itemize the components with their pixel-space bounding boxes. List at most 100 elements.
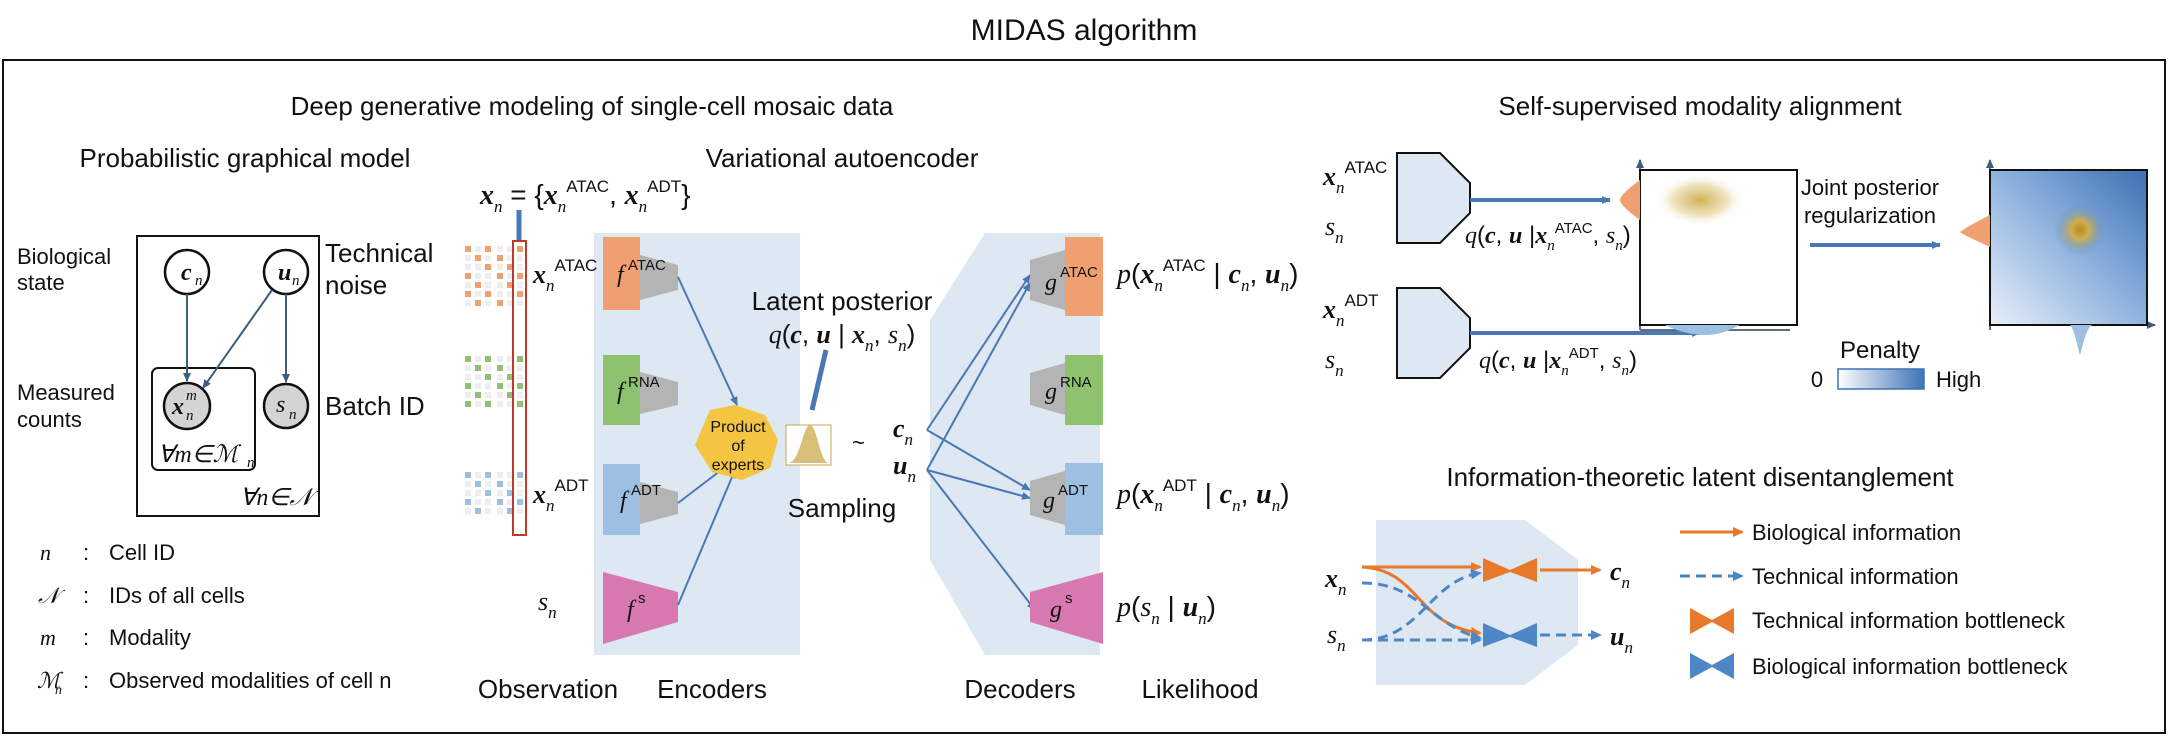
svg-text:g: g bbox=[1045, 270, 1057, 296]
biological-state-label-2: state bbox=[17, 270, 65, 295]
observation-cell bbox=[497, 255, 503, 261]
svg-text:u: u bbox=[278, 260, 291, 286]
observation-cell bbox=[507, 392, 513, 398]
modality-alignment: xnATAC sn xnADT sn q(c, u |xnATAC, sn) q… bbox=[1322, 152, 2156, 392]
svg-text:ATAC: ATAC bbox=[628, 257, 666, 274]
observation-cell bbox=[485, 365, 491, 371]
observation-cell bbox=[475, 383, 481, 389]
observation-cell bbox=[475, 401, 481, 407]
observation-cell bbox=[475, 374, 481, 380]
observation-cell bbox=[497, 499, 503, 505]
observation-cell bbox=[507, 300, 513, 306]
observation-cell bbox=[485, 356, 491, 362]
tech-bottleneck bbox=[1483, 558, 1537, 582]
node-x bbox=[162, 381, 212, 431]
observation-cell bbox=[507, 356, 513, 362]
observation-cell bbox=[517, 401, 523, 407]
edge-u-x bbox=[202, 289, 273, 389]
observation-cell bbox=[475, 282, 481, 288]
batch-id-label: Batch ID bbox=[325, 391, 425, 421]
observation-cell bbox=[507, 481, 513, 487]
observation-cell bbox=[497, 490, 503, 496]
observation-cell bbox=[465, 264, 471, 270]
biological-state-label-1: Biological bbox=[17, 244, 111, 269]
section-generative-title: Deep generative modeling of single-cell … bbox=[291, 91, 894, 121]
observation-cell bbox=[497, 383, 503, 389]
svg-text:x: x bbox=[171, 394, 184, 420]
observation-cell bbox=[497, 246, 503, 252]
svg-text:ADT: ADT bbox=[1058, 482, 1088, 499]
graphical-model: Biological state Technical noise Measure… bbox=[17, 235, 433, 698]
align-x-atac: xnATAC bbox=[1322, 158, 1387, 197]
observation-cell bbox=[517, 356, 523, 362]
obs-rna-dots bbox=[465, 356, 523, 407]
legend-tech-bottleneck: Technical information bottleneck bbox=[1752, 608, 2066, 633]
observation-cell bbox=[507, 282, 513, 288]
product-of-experts bbox=[695, 405, 778, 480]
observation-cell bbox=[485, 472, 491, 478]
observation-cell bbox=[475, 264, 481, 270]
plate-n bbox=[136, 235, 320, 517]
observation-cell bbox=[517, 273, 523, 279]
label-observation: Observation bbox=[478, 674, 618, 704]
observation-cell bbox=[507, 401, 513, 407]
legend-bio-bottleneck: Biological information bottleneck bbox=[1752, 654, 2069, 679]
obs-adt-dots bbox=[465, 472, 523, 514]
observation-cell bbox=[517, 255, 523, 261]
svg-text:ATAC: ATAC bbox=[1060, 264, 1098, 281]
observation-cell bbox=[517, 481, 523, 487]
penalty-low: 0 bbox=[1811, 367, 1823, 392]
dis-s: sn bbox=[1327, 620, 1346, 655]
observation-cell bbox=[497, 300, 503, 306]
disentanglement-diagram: xn sn cn un Biological information Techn… bbox=[1324, 520, 2069, 685]
observation-cell bbox=[475, 356, 481, 362]
observation-cell bbox=[485, 255, 491, 261]
outer-frame bbox=[2, 59, 2166, 734]
svg-text:ADT: ADT bbox=[631, 482, 661, 499]
observation-cell bbox=[485, 374, 491, 380]
q-adt: q(c, u |xnADT, sn) bbox=[1479, 345, 1637, 379]
observation-cell bbox=[465, 383, 471, 389]
observation-cell bbox=[485, 508, 491, 514]
svg-text::: : bbox=[83, 540, 89, 565]
sampling-label: Sampling bbox=[788, 493, 896, 523]
observation-cell bbox=[497, 356, 503, 362]
observation-cell bbox=[465, 356, 471, 362]
x-definition: xn = {xnATAC, xnADT} bbox=[479, 177, 691, 216]
latent-c: cn bbox=[893, 414, 913, 449]
legend-desc-m: Modality bbox=[109, 625, 191, 650]
observation-cell bbox=[497, 291, 503, 297]
observation-cell bbox=[517, 264, 523, 270]
observation-cell bbox=[465, 300, 471, 306]
align-x-adt: xnADT bbox=[1322, 291, 1379, 330]
svg-text:n: n bbox=[247, 455, 255, 471]
observation-cell bbox=[465, 255, 471, 261]
observation-cell bbox=[517, 291, 523, 297]
likelihood-s: p(sn | un) bbox=[1115, 591, 1216, 628]
observation-cell bbox=[517, 508, 523, 514]
legend-sym-n: n bbox=[40, 540, 51, 565]
svg-text:f: f bbox=[627, 597, 637, 623]
legend-sym-N: 𝒩 bbox=[38, 583, 66, 608]
observation-cell bbox=[497, 392, 503, 398]
observation-cell bbox=[517, 246, 523, 252]
observation-cell bbox=[497, 273, 503, 279]
legend-desc-M: Observed modalities of cell n bbox=[109, 668, 391, 693]
observation-cell bbox=[497, 508, 503, 514]
observation-cell bbox=[465, 499, 471, 505]
svg-text:RNA: RNA bbox=[1060, 374, 1092, 391]
svg-text:c: c bbox=[181, 260, 192, 286]
observation-cell bbox=[517, 374, 523, 380]
observation-cell bbox=[465, 392, 471, 398]
observation-cell bbox=[485, 300, 491, 306]
likelihood-adt: p(xnADT | cn, un) bbox=[1115, 476, 1290, 515]
disentangle-panel bbox=[1376, 520, 1578, 685]
svg-text:g: g bbox=[1043, 488, 1055, 514]
svg-text:n: n bbox=[292, 273, 300, 289]
observation-cell bbox=[507, 365, 513, 371]
